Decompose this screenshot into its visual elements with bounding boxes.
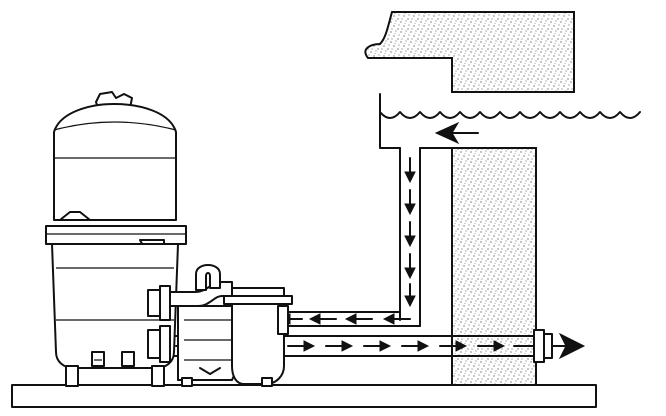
suction-pipe-vertical	[399, 147, 421, 327]
suction-down-arrows	[404, 157, 416, 308]
outflow-arrow	[551, 332, 586, 360]
filter-tank	[45, 91, 187, 387]
suction-left-arrows	[278, 313, 411, 325]
return-fitting	[533, 329, 553, 363]
equipment-pad	[11, 384, 597, 408]
suction-pipe-horizontal	[281, 311, 421, 327]
strainer-lid	[223, 295, 293, 305]
strainer-cap	[231, 287, 285, 297]
filter-ports	[147, 285, 171, 363]
surface-flow-arrow	[434, 121, 479, 145]
pump-body	[231, 301, 285, 385]
water-surface	[379, 111, 641, 119]
pump-motor	[177, 305, 241, 381]
skimmer-chamber	[379, 93, 453, 321]
pump-riser	[195, 264, 221, 291]
pool-coping	[364, 11, 575, 93]
pump	[177, 287, 293, 387]
filter-dome	[53, 103, 177, 221]
